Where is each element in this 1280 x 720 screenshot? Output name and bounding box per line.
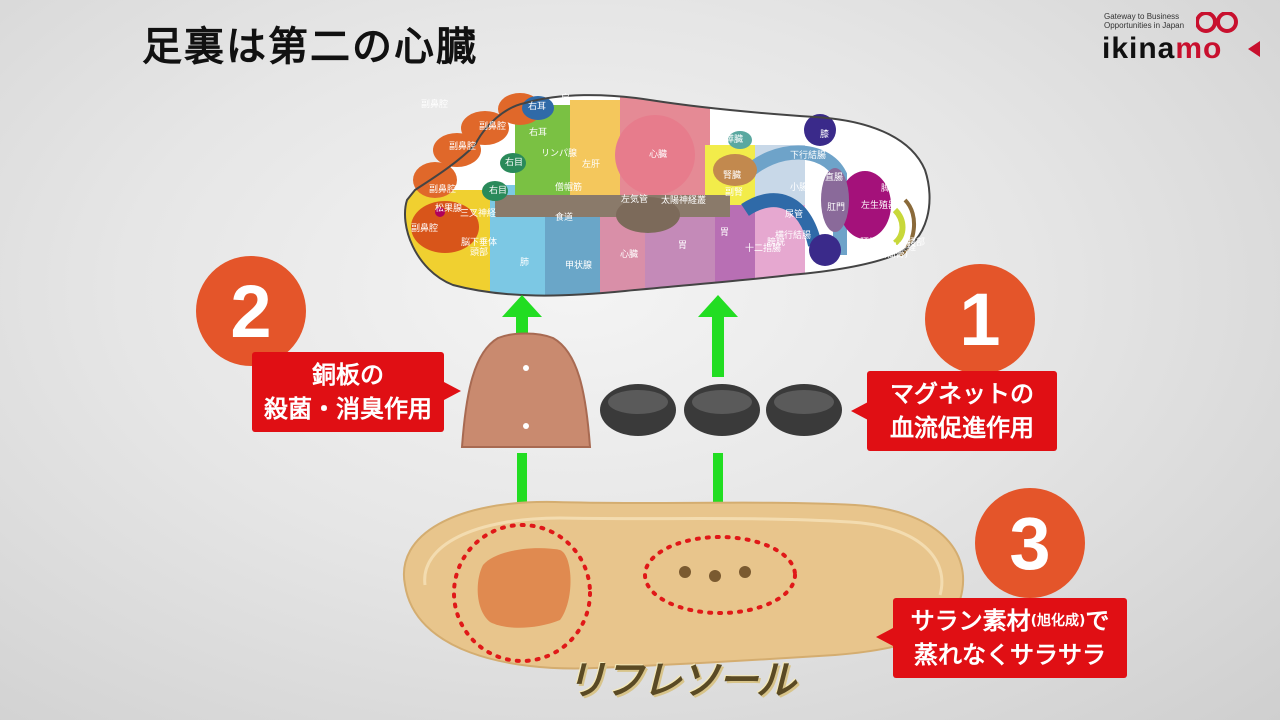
foot-zone-label: 副鼻腔 [429, 183, 456, 195]
callout-saran-line2: 蒸れなくサラサラ [914, 641, 1106, 669]
copper-plate [460, 332, 592, 448]
highlight-circle-copper [452, 523, 592, 663]
foot-zone-label: 副鼻腔 [421, 98, 448, 110]
foot-zone-label: 頭部 [470, 246, 488, 258]
foot-zone-label: 脳下垂体 [461, 236, 497, 248]
callout-saran: サラン素材(旭化成)で 蒸れなくサラサラ [893, 598, 1127, 678]
callout-copper-line1: 銅板の [312, 361, 384, 389]
foot-zone-label: 小腸 [790, 182, 808, 193]
foot-zone-label: 心臓 [620, 249, 638, 260]
arrow-up-left-top [502, 295, 542, 355]
callout-copper-tail [444, 382, 461, 400]
foot-zone-label: 太陽神経叢 [661, 194, 706, 206]
foot-zone-label: 胃 [720, 227, 729, 238]
number-badge-1: 1 [925, 264, 1035, 374]
page-title: 足裏は第二の心臓 [142, 24, 478, 70]
foot-zone-label: 膀胱 [767, 236, 785, 248]
callout-copper-line2: 殺菌・消臭作用 [264, 395, 432, 423]
arrow-shaft-left [517, 453, 527, 528]
foot-zone-label: 膵臓 [725, 134, 743, 145]
callout-magnet-line2: 血流促進作用 [890, 414, 1034, 442]
foot-zone-label: 副鼻腔 [449, 140, 476, 152]
foot-zone-label: 脚部 [881, 182, 899, 194]
arrow-shaft-right [713, 453, 723, 528]
callout-copper: 銅板の 殺菌・消臭作用 [252, 352, 444, 432]
callout-saran-line1-main: サラン素材 [910, 607, 1031, 635]
foot-zone-label: 心臓 [649, 149, 667, 160]
foot-zone-label: 食道 [555, 211, 573, 223]
logo-tagline-line1: Gateway to Business [1104, 12, 1180, 21]
foot-zone-label: 胃 [678, 240, 687, 251]
foot-zone-label: 肺 [520, 257, 529, 268]
foot-zone-label: 右耳 [529, 126, 547, 138]
foot-zone-label: 甲状腺 [565, 259, 592, 271]
foot-zone-label: 僧帽筋 [555, 181, 582, 193]
callout-saran-line1: サラン素材(旭化成)で [903, 604, 1117, 638]
foot-zone-label: 横行結腸 [775, 229, 811, 241]
insole [402, 500, 965, 670]
foot-zone-label: 右耳 [528, 100, 546, 112]
number-badge-3: 3 [975, 488, 1085, 598]
foot-zone-label: 腰部 [907, 236, 925, 248]
foot-zone-label: 尿管 [785, 208, 803, 220]
brand-name: リフレソール [566, 658, 796, 704]
foot-zone-label: 右目 [489, 184, 507, 196]
foot-zone-label: 直腸 [825, 171, 843, 183]
logo-word-accent: mo [1175, 32, 1223, 65]
callout-saran-line1-suffix: で [1085, 607, 1110, 635]
foot-zone-label: 左生殖器 [861, 199, 897, 211]
callout-saran-line1-small: (旭化成) [1030, 613, 1086, 629]
logo-wordmark: ikinamo [1102, 32, 1222, 66]
arrows-group [502, 295, 738, 528]
foot-zone-label: 坐骨神経 [880, 241, 916, 253]
logo-tagline: Gateway to Business Opportunities in Jap… [1104, 12, 1184, 30]
foot-zone-label: 三叉神経 [460, 207, 496, 219]
film-camera-icon [1196, 12, 1260, 57]
foot-zone-label: 十二指腸 [745, 242, 781, 254]
foot-zone-label: 肛門 [827, 202, 845, 213]
foot-zone-label: 副鼻腔 [479, 120, 506, 132]
foot-zone-label: 左肝 [582, 158, 600, 170]
callout-magnet-line1: マグネットの [890, 380, 1034, 408]
foot-zone-label: 肩 [561, 92, 570, 104]
copper-plate-inset [477, 548, 571, 628]
highlight-circle-magnets [643, 535, 797, 615]
callout-magnet: マグネットの 血流促進作用 [867, 371, 1057, 451]
foot-zone-label: 左気管 [621, 193, 648, 205]
logo-tagline-line2: Opportunities in Japan [1104, 21, 1185, 30]
arrow-up-right-top [698, 295, 738, 377]
foot-zone-label: 副腎 [725, 187, 743, 198]
callout-saran-tail [876, 628, 893, 646]
foot-zone-label: 腎臓 [723, 170, 741, 181]
foot-zone-label: 松果腺 [435, 202, 462, 214]
callout-magnet-tail [851, 402, 868, 420]
foot-zone-label: 尾骨(仙骨) [865, 248, 908, 260]
foot-reflexology-map: 副鼻腔右耳肩副鼻腔右耳副鼻腔リンパ腺副鼻腔右目左肝心臓膵臓右目僧帽筋腎臓下行結腸… [404, 92, 931, 297]
magnets [600, 384, 842, 436]
ikinamo-logo: Gateway to Business Opportunities in Jap… [1100, 12, 1270, 72]
logo-word-main: ikina [1102, 32, 1176, 65]
foot-zone-label: 下行結腸 [790, 149, 826, 161]
foot-zone-label: 副鼻腔 [411, 222, 438, 234]
foot-zone-label: 右目 [505, 156, 523, 168]
number-badge-2: 2 [196, 256, 306, 366]
foot-zone-label: リンパ腺 [541, 147, 577, 159]
foot-zone-label: 膝 [820, 128, 829, 140]
foot-zone-label: 腰椎 [860, 236, 878, 248]
